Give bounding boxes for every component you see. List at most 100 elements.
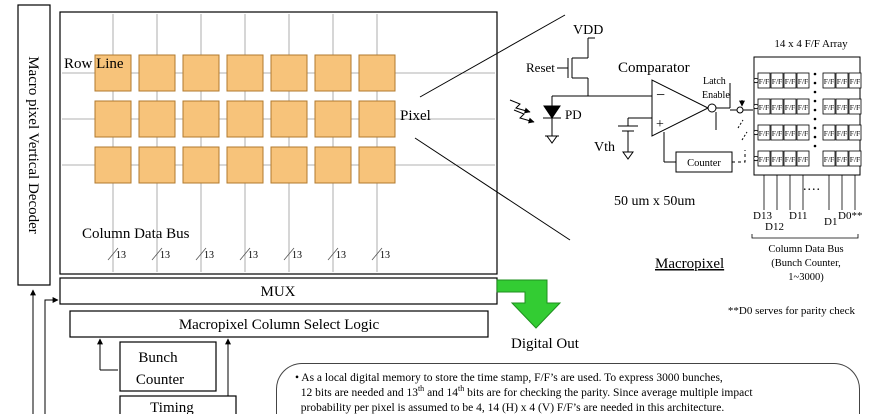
ff-cell-label: F/F [798,155,808,164]
comparator-plus: + [656,117,664,132]
ff-cell-label: F/F [824,129,834,138]
ff-vertical-dot [813,81,817,85]
pixel-cell [94,100,132,138]
ff-cell [796,124,810,141]
ff-cell-label: F/F [785,103,795,112]
ff-array-title: 14 x 4 F/F Array [774,38,848,50]
ff-cell-label: F/F [772,155,782,164]
ff-vertical-dot [813,72,817,76]
ff-cell-label: F/F [837,77,847,86]
ff-cell [835,150,849,167]
vth-label: Vth [594,140,615,155]
ff-cell-label: F/F [772,103,782,112]
note-line-3: probability per pixel is assumed to be 4… [300,402,725,414]
ff-row-input [753,77,759,84]
ff-cell-label: F/F [837,155,847,164]
bus-width-label: 13 [116,250,126,261]
ff-cell [848,124,862,141]
pixel-cell [138,146,176,184]
column-data-bus-label: Column Data Bus [82,226,190,242]
ff-cell [822,150,836,167]
ff-bus-lines [751,175,859,239]
ff-cell-label: F/F [798,103,808,112]
circuit-labels: VDD Reset Comparator PD Vth − + Latch En… [526,23,730,272]
ff-cell-label: F/F [772,129,782,138]
comparator-label: Comparator [618,60,690,76]
ff-cell [822,124,836,141]
ff-cell-label: F/F [824,155,834,164]
ff-cell [770,150,784,167]
bus-width-label: 13 [248,250,258,261]
ff-bit-d11: D11 [789,210,808,222]
bus-width-label: 13 [160,250,170,261]
bunch-counter-line2: Counter [136,372,184,388]
pixel-cell [226,100,264,138]
ff-cell [835,72,849,89]
latch-enable-line2: Enable [702,90,730,101]
ff-cell [822,72,836,89]
ff-cell-label: F/F [837,129,847,138]
mux-label: MUX [260,284,295,300]
latch-enable-line1: Latch [703,76,726,87]
zoom-lines [414,14,571,241]
bus-width-slash [283,247,295,261]
ff-cell-label: F/F [850,129,860,138]
ff-cell [783,150,797,167]
note-line-2: 12 bits are needed and 13th and 14th bit… [300,384,753,399]
control-arrows [30,289,231,414]
reset-label: Reset [526,60,555,75]
comparator-minus: − [656,87,665,104]
pixel-cell [94,146,132,184]
vdd-label: VDD [573,23,603,38]
ff-bit-d12: D12 [765,221,784,233]
timing-block: Timing [119,395,237,414]
bus-width-slash [239,247,251,261]
ff-bus-brace [751,234,859,239]
pixel-cell [358,54,396,92]
pixel-cell [226,54,264,92]
ff-cell-label: F/F [772,77,782,86]
pixel-cells [94,54,396,184]
ff-cell-label: F/F [785,155,795,164]
ff-cell-label: F/F [850,103,860,112]
pixel-circuit [509,37,753,173]
pixel-size-label: 50 um x 50um [614,194,695,209]
column-select-block: Macropixel Column Select Logic [69,310,489,338]
column-select-label: Macropixel Column Select Logic [179,317,380,333]
pixel-cell [358,146,396,184]
ff-bus-caption-line2: (Bunch Counter, [771,258,841,269]
ff-bus-caption-line1: Column Data Bus [768,244,843,255]
pixel-cell [270,100,308,138]
timing-label: Timing [150,400,194,414]
ff-cell [796,72,810,89]
ff-bit-d1: D1 [824,216,837,228]
bunch-counter-line1: Bunch [138,350,178,366]
pixel-label: Pixel [400,108,431,124]
ff-cell [783,72,797,89]
ff-vertical-dot [813,99,817,103]
pixel-cell [314,54,352,92]
ff-row-input [753,129,759,136]
pixel-cell [358,100,396,138]
vertical-decoder: Macro pixel Vertical Decoder [17,4,51,286]
ff-cell [783,124,797,141]
pixel-cell [270,54,308,92]
ff-cell-label: F/F [759,103,769,112]
pd-label: PD [565,107,582,122]
ff-bus-caption-line3: 1~3000) [788,272,824,283]
ff-vertical-dot [813,90,817,94]
ff-row-input [753,155,759,162]
decoder-label: Macro pixel Vertical Decoder [25,56,41,234]
counter-label: Counter [687,158,721,169]
ff-cell [770,72,784,89]
ff-dots [813,72,817,148]
ff-cell-label: F/F [824,77,834,86]
ff-cell-label: F/F [785,77,795,86]
mux-block: MUX [59,277,498,305]
bus-width-label: 13 [336,250,346,261]
